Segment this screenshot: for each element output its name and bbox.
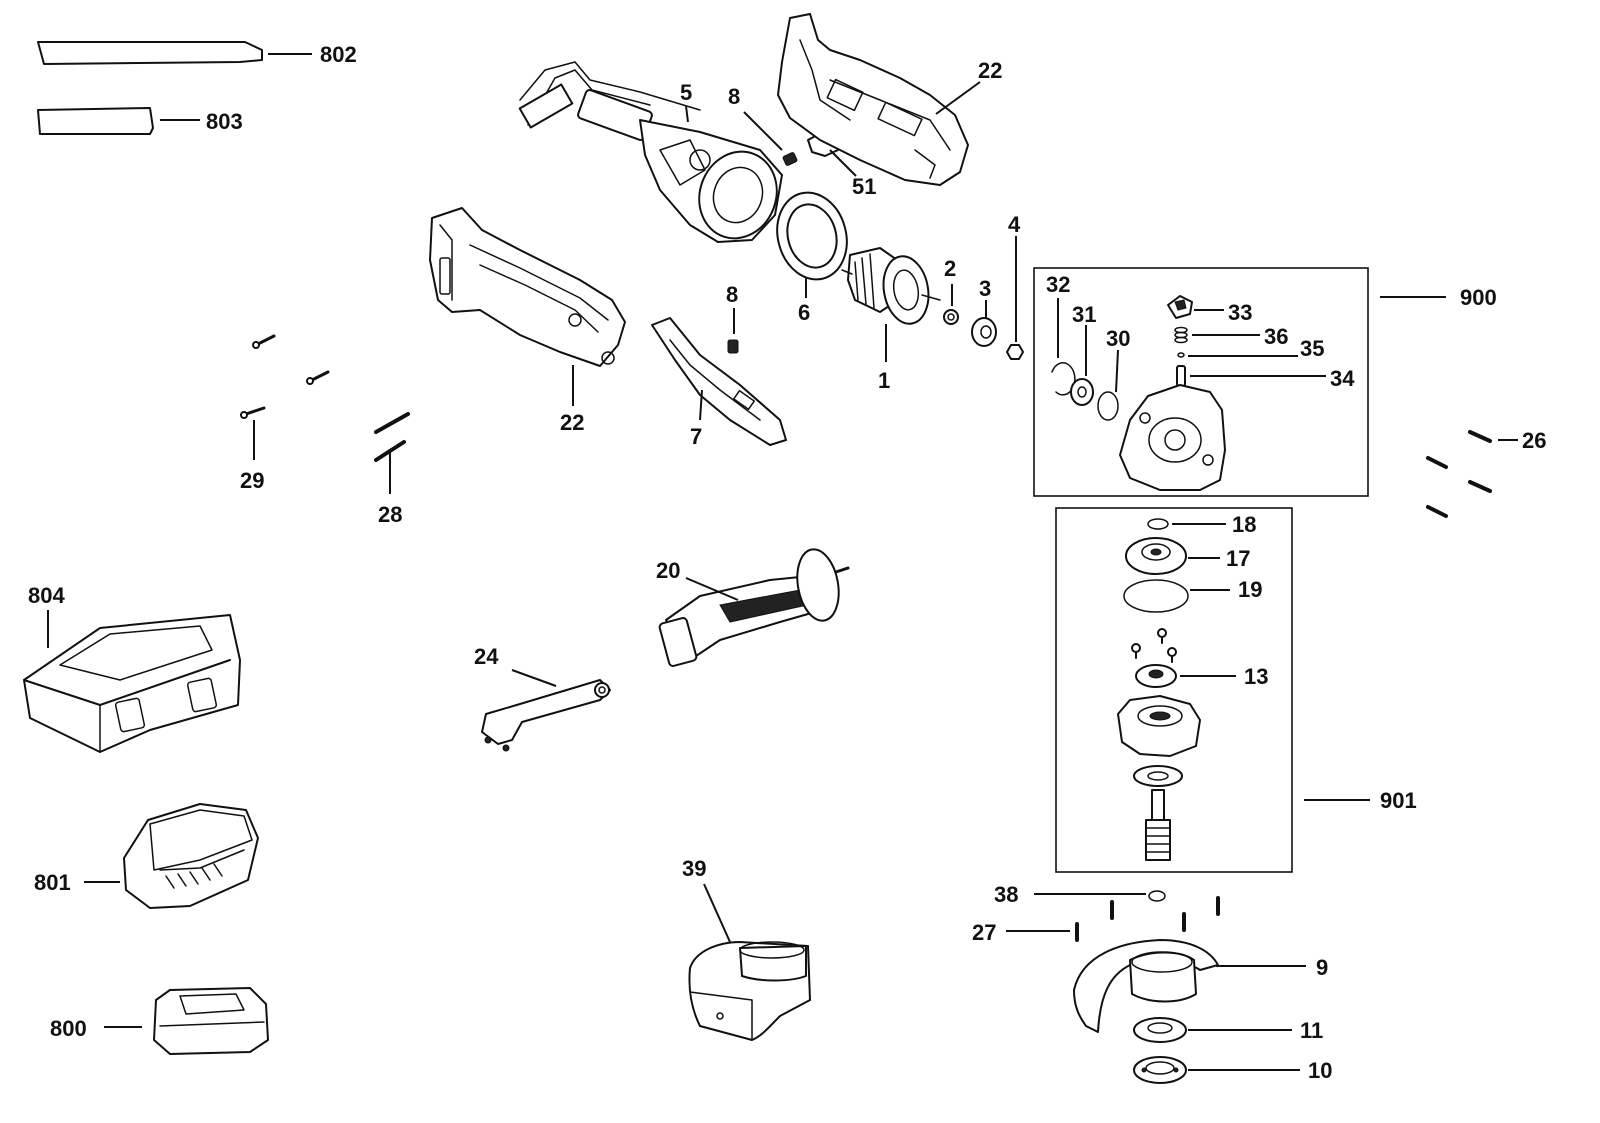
- callout-802: 802: [320, 42, 357, 67]
- callout-29: 29: [240, 468, 264, 493]
- callout-9: 9: [1316, 955, 1328, 980]
- callout-800: 800: [50, 1016, 87, 1041]
- callout-19: 19: [1238, 577, 1262, 602]
- callout-7: 7: [690, 424, 702, 449]
- part-3-bearing: [971, 317, 997, 347]
- part-13-bearing: [1135, 664, 1177, 688]
- part-35-clip: [1177, 352, 1185, 358]
- callout-6: 6: [798, 300, 810, 325]
- part-22-housing-half-upper: [777, 13, 969, 186]
- part-19-o-ring: [1123, 579, 1189, 613]
- part-803-label-plate: [37, 107, 154, 135]
- callout-18: 18: [1232, 512, 1256, 537]
- callout-51: 51: [852, 174, 876, 199]
- part-9-wheel-guard: [1073, 939, 1219, 1033]
- callout-20: 20: [656, 558, 680, 583]
- assembly-box-901: [1055, 507, 1293, 873]
- part-32-retaining-ring: [1051, 362, 1076, 396]
- part-4-nut: [1006, 344, 1024, 360]
- callout-39: 39: [682, 856, 706, 881]
- callout-901: 901: [1380, 788, 1417, 813]
- part-39-wheel-guard: [688, 941, 811, 1041]
- callout-1: 1: [878, 368, 890, 393]
- callout-22-lower: 22: [560, 410, 584, 435]
- part-20-side-handle: [658, 548, 850, 667]
- callout-30: 30: [1106, 326, 1130, 351]
- callout-36: 36: [1264, 324, 1288, 349]
- callout-13: 13: [1244, 664, 1268, 689]
- part-28-screws: [374, 412, 410, 462]
- callout-32: 32: [1046, 272, 1070, 297]
- part-36-spring: [1174, 326, 1188, 344]
- part-5-motor-housing: [518, 61, 783, 243]
- part-802-label-plate: [37, 41, 263, 65]
- part-801-charger: [123, 803, 259, 909]
- part-2-washer: [943, 309, 959, 325]
- part-29-screws: [240, 334, 330, 419]
- callout-3: 3: [979, 276, 991, 301]
- callout-27: 27: [972, 920, 996, 945]
- part-10-outer-nut: [1133, 1056, 1187, 1084]
- callout-804: 804: [28, 583, 65, 608]
- part-11-inner-flange: [1133, 1017, 1187, 1043]
- part-31-bearing: [1070, 378, 1094, 406]
- part-26-screws: [1426, 430, 1492, 518]
- callout-24: 24: [474, 644, 499, 669]
- callout-803: 803: [206, 109, 243, 134]
- callout-35: 35: [1300, 336, 1324, 361]
- callout-8-lower: 8: [726, 282, 738, 307]
- part-901-spindle: [1145, 789, 1171, 861]
- callout-26: 26: [1522, 428, 1546, 453]
- part-8-spring-lower: [727, 339, 739, 354]
- part-38-washer: [1148, 890, 1166, 902]
- callout-22-upper: 22: [978, 58, 1002, 83]
- part-22-housing-half-lower: [429, 207, 626, 367]
- callout-4: 4: [1008, 212, 1021, 237]
- callout-900: 900: [1460, 285, 1497, 310]
- callout-8-upper: 8: [728, 84, 740, 109]
- part-800-battery: [153, 987, 269, 1055]
- callout-17: 17: [1226, 546, 1250, 571]
- part-1-armature: [841, 247, 941, 325]
- callout-10: 10: [1308, 1058, 1332, 1083]
- part-24-pin-spanner: [481, 679, 611, 752]
- part-33-lock-button: [1167, 295, 1193, 319]
- part-804-carry-case: [23, 614, 241, 753]
- part-901-small-screws: [1131, 628, 1177, 663]
- callout-11: 11: [1300, 1018, 1323, 1043]
- part-8-spring-upper: [782, 152, 798, 166]
- assembly-box-900: [1033, 267, 1369, 497]
- callout-2: 2: [944, 256, 956, 281]
- part-18-snap-ring: [1147, 518, 1169, 530]
- part-900-gear-case: [1119, 384, 1226, 491]
- part-901-bearing-housing: [1117, 695, 1201, 757]
- callout-5: 5: [680, 80, 692, 105]
- part-7-switch-paddle: [651, 317, 787, 446]
- part-27-screws: [1075, 896, 1220, 942]
- part-17-bearing: [1125, 537, 1187, 575]
- callout-34: 34: [1330, 366, 1355, 391]
- part-30-o-ring: [1097, 391, 1119, 421]
- part-34-pin: [1176, 365, 1186, 387]
- callout-38: 38: [994, 882, 1018, 907]
- callout-33: 33: [1228, 300, 1252, 325]
- callout-28: 28: [378, 502, 402, 527]
- callout-31: 31: [1072, 302, 1096, 327]
- part-901-washer: [1133, 765, 1183, 787]
- callout-801: 801: [34, 870, 71, 895]
- part-6-baffle-ring: [776, 191, 848, 281]
